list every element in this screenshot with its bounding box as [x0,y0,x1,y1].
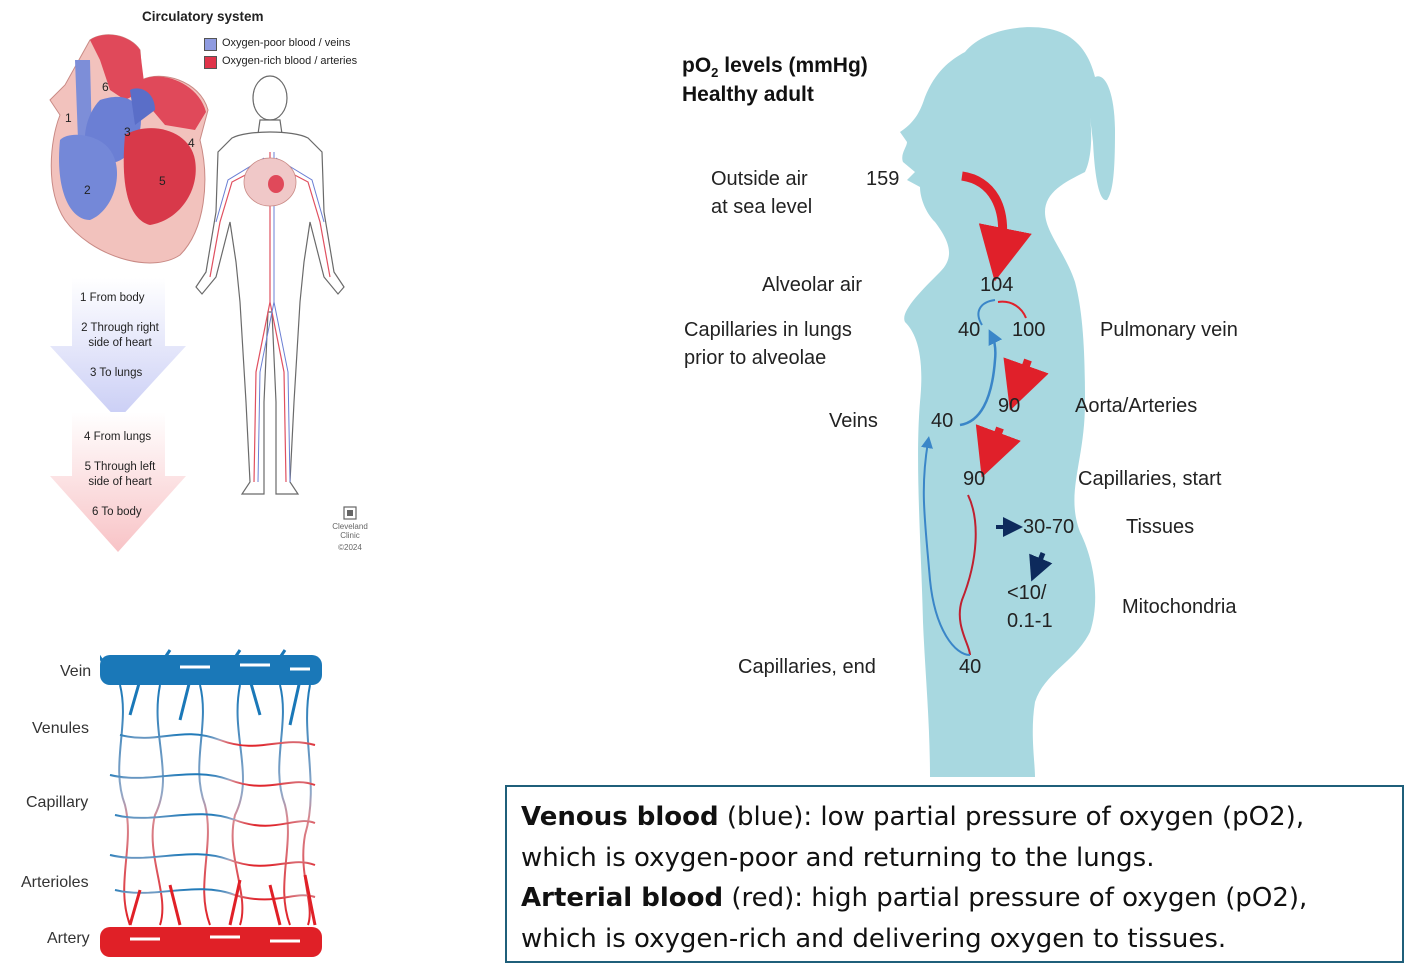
flow-step-6: 6 To body [92,506,142,518]
label-sea-level: at sea level [711,196,813,218]
arterial-bold: Arterial blood [521,883,724,913]
value-capillaries-lungs: 40 [958,319,981,341]
heart-number-4: 4 [188,136,195,150]
heart-number-5: 5 [159,174,166,188]
flow-step-3: 3 To lungs [90,367,143,379]
value-aorta: 90 [998,395,1021,417]
label-vein: Vein [60,663,92,680]
label-pulmonary-vein: Pulmonary vein [1100,319,1238,341]
flow-step-5: 5 Through left side of heart [84,461,156,488]
label-alveolar-air: Alveolar air [762,274,863,296]
arrow-lungs-loop [977,299,996,326]
cleveland-clinic-logo-icon [343,506,357,520]
label-outside-air: Outside air [711,168,808,190]
legend-label-arteries: Oxygen-rich blood / arteries [222,55,358,67]
blood-flow-arrows [50,278,186,552]
vein-vessel [100,655,322,685]
value-capillaries-start: 90 [963,468,986,490]
value-mitochondria-2: 0.1-1 [1007,610,1053,632]
blue-flow-arrow [50,278,186,420]
capillary-bed-illustration [100,649,322,957]
arrow-capillary-blue [921,436,971,656]
venous-text: (blue): low partial pressure of oxygen (… [718,802,1305,832]
heart-number-6: 6 [102,80,109,94]
arrow-aorta-to-capillaries [975,424,1021,478]
heart-number-3: 3 [124,125,131,139]
heart-number-1: 1 [65,111,72,125]
human-body-figure [195,75,345,495]
credit-line-2: Clinic [340,531,360,540]
po2-heading-line2: Healthy adult [682,83,814,106]
heart-number-2: 2 [84,183,91,197]
flow-step-2: 2 Through right side of heart [81,322,159,349]
credit-line-1: Cleveland [332,522,368,531]
arrow-to-mitochondria [1029,552,1053,582]
venous-line-1: Venous blood (blue): low partial pressur… [521,797,1388,838]
label-venules: Venules [32,720,89,737]
value-veins: 40 [931,410,954,432]
label-capillary: Capillary [26,794,89,811]
flow-step-4: 4 From lungs [84,431,152,443]
arterial-line-2: which is oxygen-rich and delivering oxyg… [521,923,1227,954]
arterial-line-1: Arterial blood (red): high partial press… [521,878,1388,919]
credit-line-3: ©2024 [338,543,362,552]
legend-swatch-arteries [204,56,217,69]
flow-step-1: 1 From body [80,292,145,304]
venous-bold: Venous blood [521,802,719,832]
value-outside-air: 159 [866,168,900,190]
arrow-alveolar-to-pulmonary [997,300,1027,319]
legend-label-veins: Oxygen-poor blood / veins [222,37,351,49]
value-capillaries-end: 40 [959,656,982,678]
arrow-pulmonary-to-aorta [1003,357,1049,411]
label-prior-alveolae: prior to alveolae [684,347,827,369]
legend-swatch-veins [204,38,217,51]
label-veins: Veins [829,410,878,432]
po2-arrows [921,171,1053,656]
label-aorta: Aorta/Arteries [1075,395,1198,417]
label-tissues: Tissues [1126,516,1195,538]
artery-vessel [100,927,322,957]
circulatory-title: Circulatory system [142,9,264,24]
value-tissues: 30-70 [1023,516,1075,538]
label-capillaries-lungs: Capillaries in lungs [684,319,852,341]
value-pulmonary-vein: 100 [1012,319,1046,341]
heart-illustration [49,34,209,264]
value-mitochondria-1: <10/ [1007,582,1047,604]
label-artery: Artery [47,930,90,947]
arterial-text: (red): high partial pressure of oxygen (… [723,883,1308,913]
venous-line-2: which is oxygen-poor and returning to th… [521,842,1155,873]
arrow-capillary-red [958,494,977,656]
label-capillaries-end: Capillaries, end [738,656,876,678]
value-alveolar-air: 104 [980,274,1014,296]
label-arterioles: Arterioles [21,874,89,891]
info-box: Venous blood (blue): low partial pressur… [505,785,1404,963]
po2-heading-line1: pO2 levels (mmHg) [682,54,868,81]
label-mitochondria: Mitochondria [1122,596,1237,618]
arrow-air-to-alveolar [961,171,1032,282]
arrow-veins-up [959,329,1003,427]
red-flow-arrow [50,412,186,552]
label-capillaries-start: Capillaries, start [1078,468,1222,490]
